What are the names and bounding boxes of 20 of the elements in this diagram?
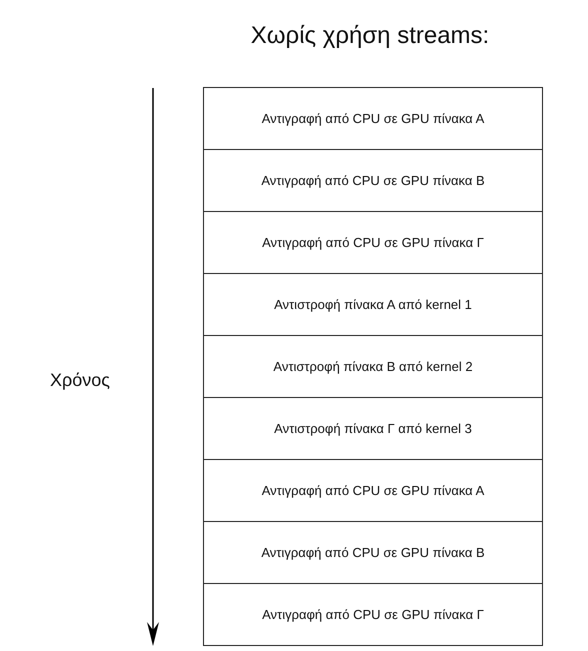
step-text: Αντιστροφή πίνακα Β από kernel 2 — [273, 359, 473, 374]
step-box — [203, 583, 543, 646]
step-box — [203, 149, 543, 212]
step-box — [203, 211, 543, 274]
step-text: Αντιστροφή πίνακα Γ από kernel 3 — [274, 421, 472, 436]
step-text: Αντιγραφή από CPU σε GPU πίνακα Γ — [262, 607, 484, 622]
step-text: Αντιστροφή πίνακα Α από kernel 1 — [274, 297, 472, 312]
step-text: Αντιγραφή από CPU σε GPU πίνακα Β — [261, 545, 485, 560]
step-box — [203, 87, 543, 150]
step-box — [203, 521, 543, 584]
step-box — [203, 273, 543, 336]
step-box — [203, 459, 543, 522]
step-box — [203, 397, 543, 460]
step-text: Αντιγραφή από CPU σε GPU πίνακα Α — [262, 483, 484, 498]
step-box — [203, 335, 543, 398]
step-text: Αντιγραφή από CPU σε GPU πίνακα Β — [261, 173, 485, 188]
step-text: Αντιγραφή από CPU σε GPU πίνακα Α — [262, 111, 484, 126]
axis-label: Χρόνος — [50, 370, 110, 391]
step-text: Αντιγραφή από CPU σε GPU πίνακα Γ — [262, 235, 484, 250]
diagram-title: Χωρίς χρήση streams: — [250, 22, 490, 50]
